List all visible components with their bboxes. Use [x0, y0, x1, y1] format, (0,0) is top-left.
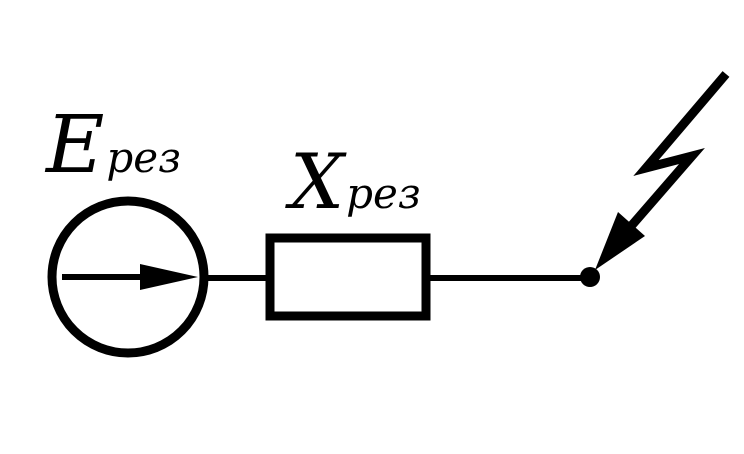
source-subscript: рез — [106, 133, 181, 182]
source-symbol: E — [44, 98, 104, 191]
resistor-label: Xрез — [285, 137, 421, 226]
source-label: Eрез — [44, 98, 181, 191]
lightning-fault-icon — [595, 71, 730, 270]
voltage-source-icon — [47, 196, 209, 358]
fault-node — [580, 267, 600, 287]
resistor-subscript: рез — [346, 169, 421, 218]
resistor-symbol: X — [285, 137, 347, 226]
resistor-icon — [265, 233, 431, 321]
